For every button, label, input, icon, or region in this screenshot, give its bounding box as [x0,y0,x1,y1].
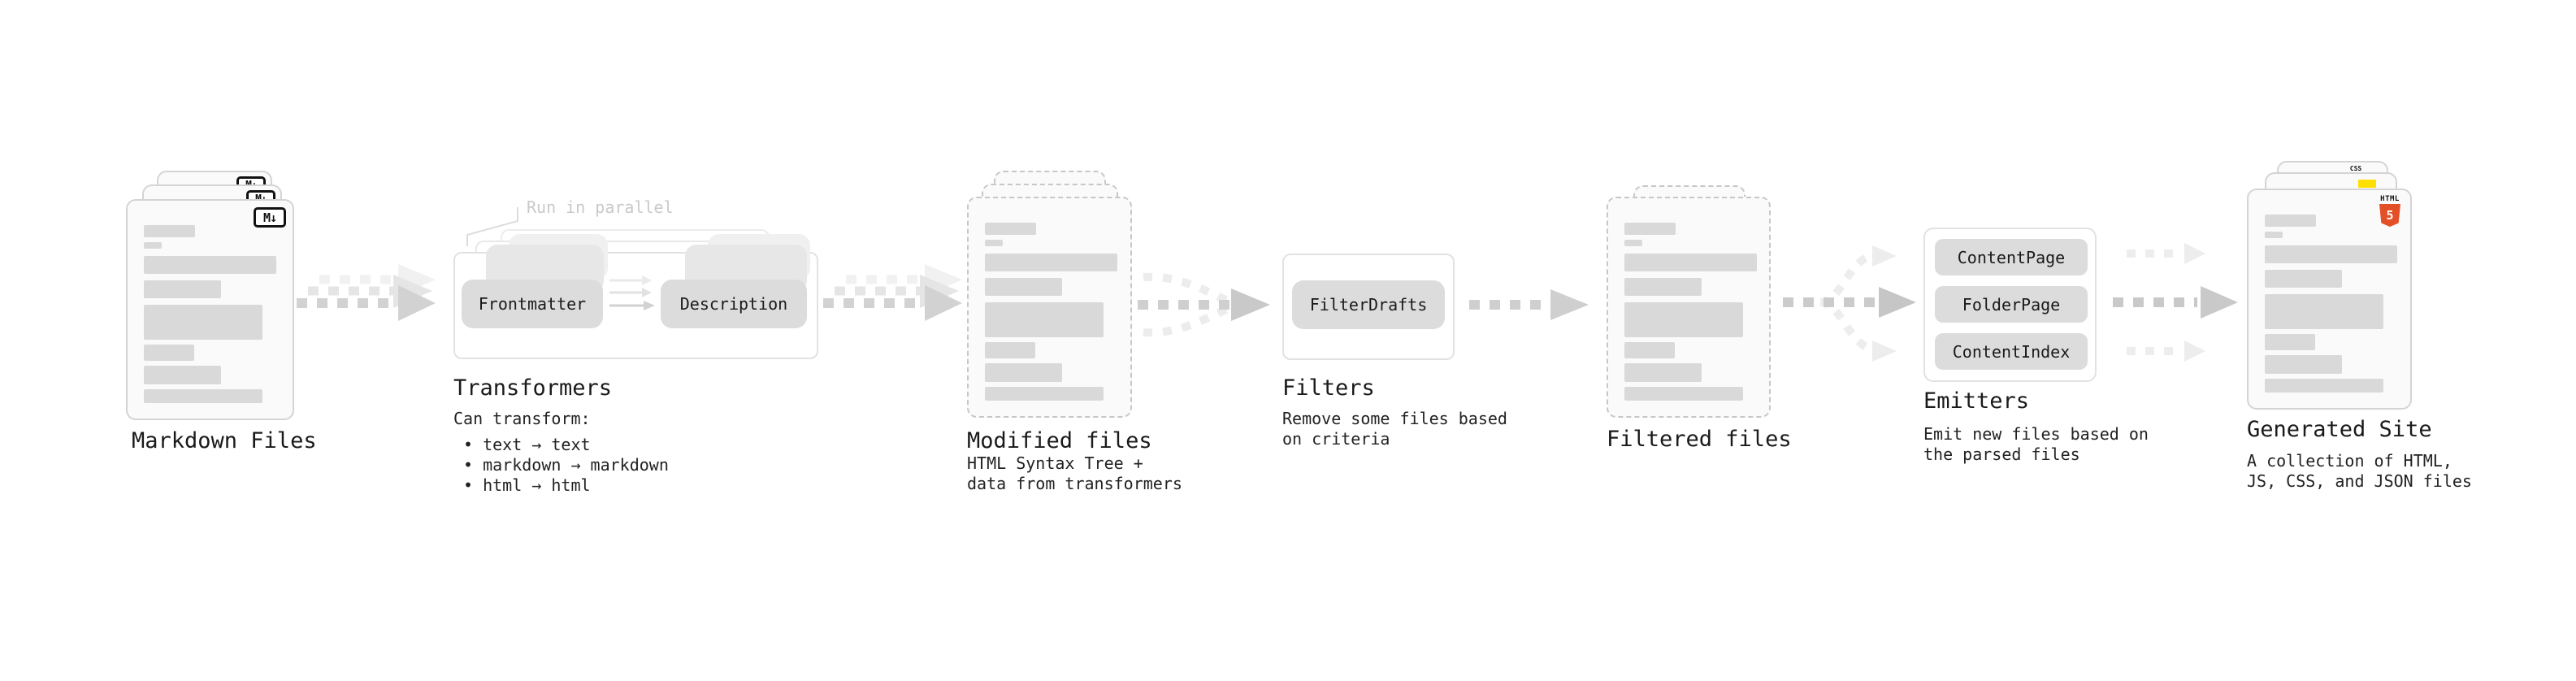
transformers-bullet: • html → html [463,475,591,495]
arrow-transformers-to-modified [823,264,962,321]
markdown-file-card: M↓ [126,199,294,420]
modified-files-desc: data from transformers [967,474,1182,493]
arrow-markdown-to-transformers [297,264,436,321]
transformers-bullet: • text → text [463,435,591,454]
transformers-label: Transformers [453,375,613,401]
transformers-desc-title: Can transform: [453,409,591,428]
run-in-parallel-label: Run in parallel [527,197,674,217]
arrow-emitters-to-generated [2113,243,2238,362]
arrow-filters-to-filtered [1469,289,1589,320]
generated-site-stack: CSS HTML 5 [2247,161,2418,413]
markdown-icon: M↓ [254,207,286,228]
html-file-card: HTML 5 [2247,189,2412,410]
emitters-label: Emitters [1923,388,2030,414]
frontmatter-pill: Frontmatter [462,280,603,328]
generated-site-desc: A collection of HTML, [2247,451,2452,471]
filters-desc: on criteria [1282,429,1390,449]
generated-site-label: Generated Site [2247,417,2432,442]
generated-site-desc: JS, CSS, and JSON files [2247,471,2472,491]
filterdrafts-pill: FilterDrafts [1292,280,1445,329]
html5-icon: HTML 5 [2378,195,2402,227]
arrow-filtered-to-emitters-diverge [1783,245,1916,362]
emitters-box: ContentPage FolderPage ContentIndex [1923,228,2097,382]
filters-desc: Remove some files based [1282,409,1507,428]
filters-label: Filters [1282,375,1375,401]
contentindex-pill: ContentIndex [1935,333,2088,370]
modified-file-card [967,197,1132,418]
js-icon [2358,180,2376,188]
callout-line [466,207,518,246]
modified-files-stack [967,171,1138,423]
description-pill: Description [661,280,807,328]
filtered-file-card [1607,197,1771,418]
transformers-bullet: • markdown → markdown [463,455,669,475]
emitters-desc: Emit new files based on [1923,424,2149,444]
transformers-group: Frontmatter Description [453,229,821,361]
markdown-files-stack: M↓ M↓ M↓ [126,171,297,423]
modified-files-label: Modified files [967,428,1152,453]
modified-files-desc: HTML Syntax Tree + [967,453,1143,473]
contentpage-pill: ContentPage [1935,239,2088,275]
filtered-files-stack [1607,185,1777,423]
parallel-arrows-icon [609,275,655,310]
emitters-desc: the parsed files [1923,445,2080,464]
arrow-modified-to-filters-converge [1138,272,1270,337]
filtered-files-label: Filtered files [1607,427,1792,452]
folderpage-pill: FolderPage [1935,286,2088,323]
markdown-files-label: Markdown Files [132,428,317,453]
